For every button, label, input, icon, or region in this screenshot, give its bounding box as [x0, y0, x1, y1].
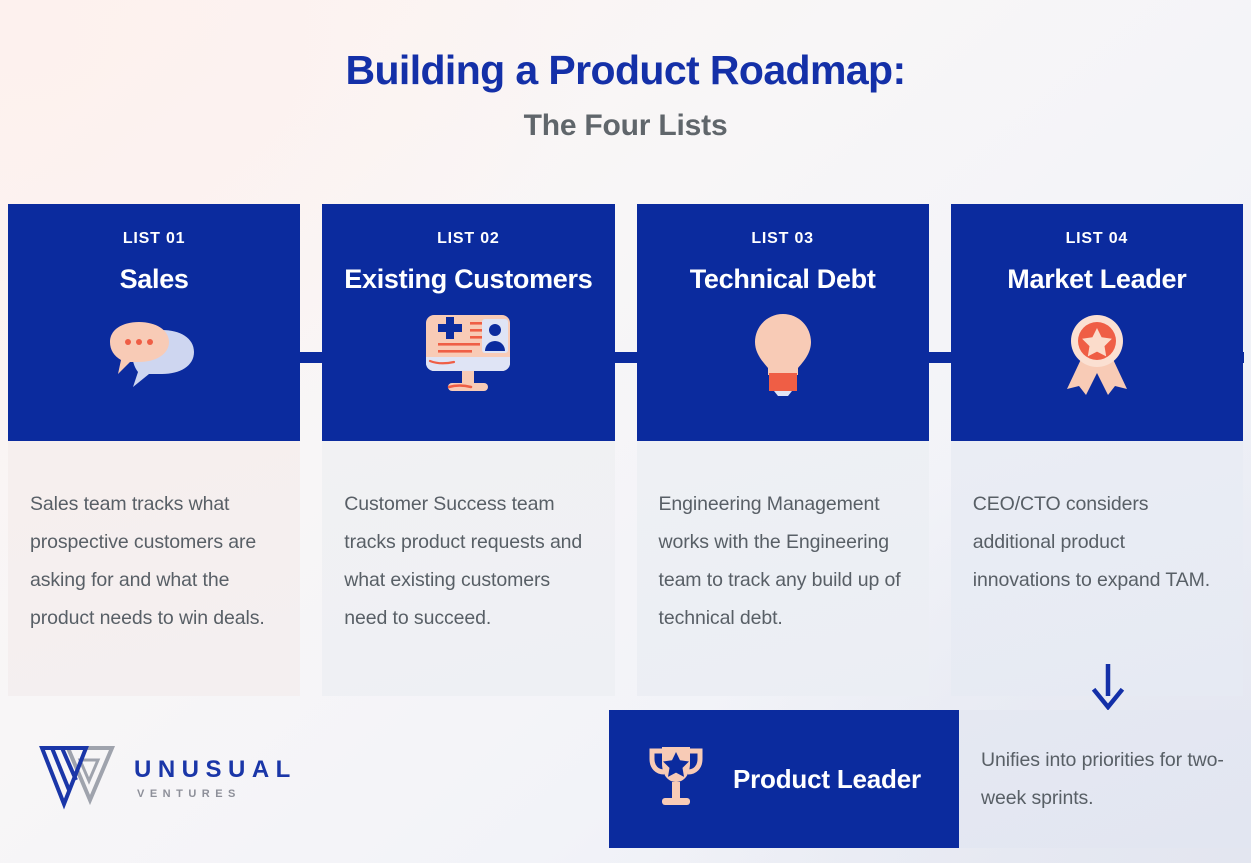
logo-subword: VENTURES — [137, 788, 241, 800]
list-card-existing-customers[interactable]: LIST 02 Existing Customers — [322, 204, 615, 696]
card-index-label: LIST 04 — [1065, 230, 1129, 247]
product-leader-label: Product Leader — [733, 763, 921, 794]
arrow-down-icon — [1090, 662, 1126, 715]
card-index-label: LIST 01 — [122, 230, 186, 247]
list-card-technical-debt[interactable]: LIST 03 Technical Debt Engineering Manag… — [636, 204, 929, 696]
list-cards-row: LIST 01 Sales Sales team tracks what pro… — [0, 204, 1251, 696]
card-index-label: LIST 03 — [751, 230, 814, 247]
chat-bubbles-icon — [102, 311, 206, 397]
card-connector-bar — [8, 352, 1244, 363]
logo-wordmark: UNUSUAL VENTURES — [134, 758, 297, 800]
card-description: Sales team tracks what prospective custo… — [30, 493, 265, 629]
card-body: Sales team tracks what prospective custo… — [8, 441, 301, 696]
card-body: Customer Success team tracks product req… — [322, 441, 615, 696]
award-rosette-icon — [1057, 311, 1137, 397]
card-body: Engineering Management works with the En… — [636, 441, 929, 696]
unusual-ventures-logo-mark — [38, 744, 116, 815]
brand-logo[interactable]: UNUSUAL VENTURES — [0, 710, 609, 848]
product-leader-bar[interactable]: Product Leader — [609, 710, 959, 848]
footer-row: UNUSUAL VENTURES Product Leader Unifies … — [0, 710, 1251, 848]
card-index-label: LIST 02 — [437, 230, 500, 247]
customer-record-monitor-icon — [420, 311, 516, 397]
card-title: Market Leader — [1007, 264, 1187, 294]
card-description: Customer Success team tracks product req… — [344, 493, 583, 629]
card-title: Existing Customers — [344, 264, 593, 294]
title-subtitle: The Four Lists — [523, 109, 728, 143]
card-body: CEO/CTO considers additional product inn… — [950, 441, 1243, 696]
card-title: Technical Debt — [689, 264, 876, 294]
lightbulb-icon — [749, 311, 817, 397]
trophy-icon — [645, 741, 707, 818]
list-card-sales[interactable]: LIST 01 Sales Sales team tracks what pro… — [8, 204, 301, 696]
card-header: LIST 02 Existing Customers — [322, 204, 615, 441]
card-description: CEO/CTO considers additional product inn… — [972, 493, 1211, 591]
list-card-market-leader[interactable]: LIST 04 Market Leader CEO/CTO considers … — [950, 204, 1243, 696]
card-header: LIST 03 Technical Debt — [636, 204, 929, 441]
card-header: LIST 04 Market Leader — [950, 204, 1243, 441]
page-title: Building a Product Roadmap: The Four Lis… — [0, 46, 1251, 144]
unify-text: Unifies into priorities for two-week spr… — [981, 749, 1224, 809]
card-title: Sales — [119, 264, 189, 294]
card-header: LIST 01 Sales — [8, 204, 301, 441]
unify-panel: Unifies into priorities for two-week spr… — [959, 710, 1251, 848]
title-main: Building a Product Roadmap: — [345, 47, 906, 93]
logo-word: UNUSUAL — [134, 756, 297, 783]
card-description: Engineering Management works with the En… — [658, 493, 901, 629]
